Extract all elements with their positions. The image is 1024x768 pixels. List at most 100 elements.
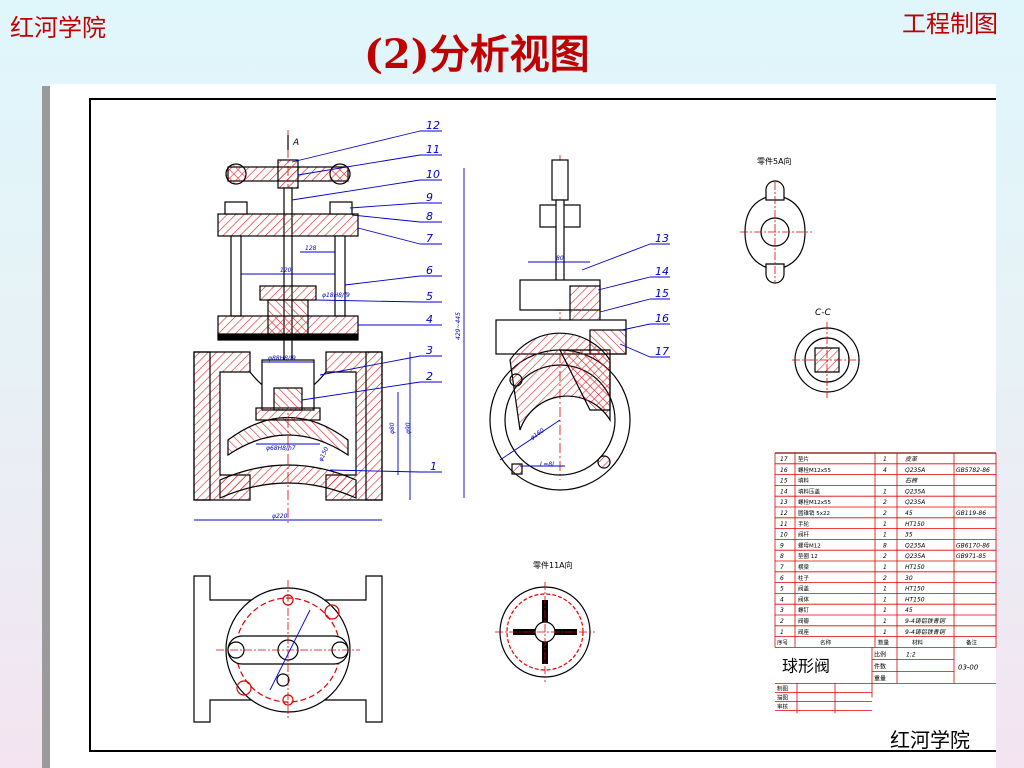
callout-17: 17 xyxy=(655,345,669,358)
dim-429: 429~445 xyxy=(455,312,462,340)
bom-header-no: 序号 xyxy=(777,639,789,647)
callout-2: 2 xyxy=(426,370,433,383)
bom-row-material: Q235A xyxy=(905,542,925,549)
bom-row-material: 30 xyxy=(905,575,913,582)
bom-weight-label: 重量 xyxy=(874,674,886,682)
bom-row-material: HT150 xyxy=(905,521,925,528)
bom-row-name: 螺栓M12x55 xyxy=(798,498,831,506)
bom-row-material: HT150 xyxy=(905,586,925,593)
bom-row-qty: 2 xyxy=(883,510,887,517)
bom-row-qty: 1 xyxy=(883,607,887,614)
bom-draw-label: 制图 xyxy=(777,684,789,692)
callout-14: 14 xyxy=(655,265,669,278)
label-part5-view: 零件5A向 xyxy=(757,156,792,166)
bom-header-material: 材料 xyxy=(912,639,924,647)
callout-5: 5 xyxy=(426,290,433,303)
bom-row-name: 螺母M12 xyxy=(798,541,821,549)
bom-row-std: GB971-85 xyxy=(956,553,986,560)
bom-row-qty: 1 xyxy=(883,521,887,528)
callout-11: 11 xyxy=(426,143,440,156)
callout-numbers-right: 13 14 15 16 17 xyxy=(655,232,669,358)
bom-row-material: 9-4铸铝铁青铜 xyxy=(905,617,946,625)
watermark: 红河学院 xyxy=(890,728,970,752)
label-cc-view: C-C xyxy=(815,308,832,318)
bom-row-no: 5 xyxy=(780,586,784,593)
bom-row-qty: 8 xyxy=(883,542,887,549)
bom-row-qty: 1 xyxy=(883,488,887,495)
bom-row-no: 9 xyxy=(780,542,784,549)
bom-row-qty: 4 xyxy=(883,467,887,474)
dim-phi68: φ68H8/h7 xyxy=(266,445,296,452)
dimension-texts-left: 128 120 φ88H8/f9 φ68H8/h7 φ220 φ18H8/f9 … xyxy=(266,245,462,520)
bom-row-material: Q235A xyxy=(905,488,925,495)
part5-a-view: 零件5A向 xyxy=(740,156,812,284)
bom-row-qty: 1 xyxy=(883,456,887,463)
bom-design-label: 描图 xyxy=(777,693,789,701)
bom-row-qty: 1 xyxy=(883,596,887,603)
callout-numbers-left: 12 11 10 9 8 7 6 5 4 3 2 1 xyxy=(426,119,440,473)
callout-12: 12 xyxy=(426,119,440,132)
bom-row-material: 9-4铸铝铁青铜 xyxy=(905,628,946,636)
callout-9: 9 xyxy=(426,191,433,204)
bom-row-no: 1 xyxy=(780,629,784,636)
bom-row-name: 阀体 xyxy=(798,595,810,603)
callout-leaders-right xyxy=(499,243,670,467)
front-section-view: A xyxy=(193,130,383,525)
bom-row-no: 17 xyxy=(780,456,788,463)
bom-row-name: 阀瓣 xyxy=(798,617,810,625)
bom-row-std: GB119-86 xyxy=(956,510,986,517)
bom-row-no: 13 xyxy=(780,499,788,506)
dim-phi88: φ88H8/f9 xyxy=(268,355,296,362)
bom-row-no: 7 xyxy=(780,564,784,571)
dim-128: 128 xyxy=(305,245,317,252)
bom-row-no: 3 xyxy=(780,607,784,614)
sheet-shadow xyxy=(42,86,50,768)
bom-row-name: 螺栓M12x55 xyxy=(798,466,831,474)
bom-row-qty: 1 xyxy=(883,618,887,625)
bom-row-qty: 2 xyxy=(883,499,887,506)
bom-row-no: 11 xyxy=(780,521,788,528)
bom-row-std: GB5782-86 xyxy=(956,467,990,474)
bom-header-qty: 数量 xyxy=(878,639,890,647)
callout-4: 4 xyxy=(426,313,433,326)
bom-row-qty: 2 xyxy=(883,575,887,582)
dim-120: 120 xyxy=(280,267,292,274)
bom-row-no: 2 xyxy=(780,618,784,625)
bom-row-name: 螺钉 xyxy=(798,606,810,614)
bom-title-name: 球形阀 xyxy=(782,656,830,675)
bom-check-label: 审核 xyxy=(777,702,789,710)
bom-header-std: 备注 xyxy=(966,639,978,647)
bom-row-material: HT150 xyxy=(905,564,925,571)
bom-row-std: GB6170-86 xyxy=(956,542,990,549)
callout-10: 10 xyxy=(426,168,440,181)
callout-13: 13 xyxy=(655,232,669,245)
top-view xyxy=(193,575,383,723)
bom-row-no: 14 xyxy=(780,488,788,495)
part11-a-view: 零件11A向 xyxy=(495,560,595,682)
dim-phi220: φ220 xyxy=(272,513,288,520)
bom-header-name: 名称 xyxy=(820,639,832,647)
bom-row-material: 35 xyxy=(905,532,913,539)
section-label-a: A xyxy=(292,138,299,148)
drawing-border xyxy=(89,98,996,752)
course-name: 工程制图 xyxy=(902,10,998,38)
bom-row-name: 阀盖 xyxy=(798,585,810,593)
bom-row-no: 10 xyxy=(780,532,788,539)
bom-row-name: 圆锥销 5x22 xyxy=(798,509,830,517)
bom-row-material: Q235A xyxy=(905,467,925,474)
bom-row-name: 垫圈 12 xyxy=(798,552,818,560)
bom-row-name: 阀杆 xyxy=(798,531,810,539)
bom-row-qty: 2 xyxy=(883,553,887,560)
bom-row-material: Q235A xyxy=(905,553,925,560)
dim-phi160: φ160 xyxy=(529,427,546,442)
bom-row-qty: 1 xyxy=(883,532,887,539)
bom-row-material: Q235A xyxy=(905,499,925,506)
bom-row-material: 石棉 xyxy=(905,477,918,485)
dim-phi18: φ18H8/f9 xyxy=(322,292,350,299)
dim-l8l: L=8L xyxy=(540,461,556,468)
bom-row-name: 垫片 xyxy=(798,455,809,463)
bom-row-material: 45 xyxy=(905,510,913,517)
bom-row-qty: 1 xyxy=(883,629,887,636)
slide-title: (2)分析视图 xyxy=(364,31,590,78)
